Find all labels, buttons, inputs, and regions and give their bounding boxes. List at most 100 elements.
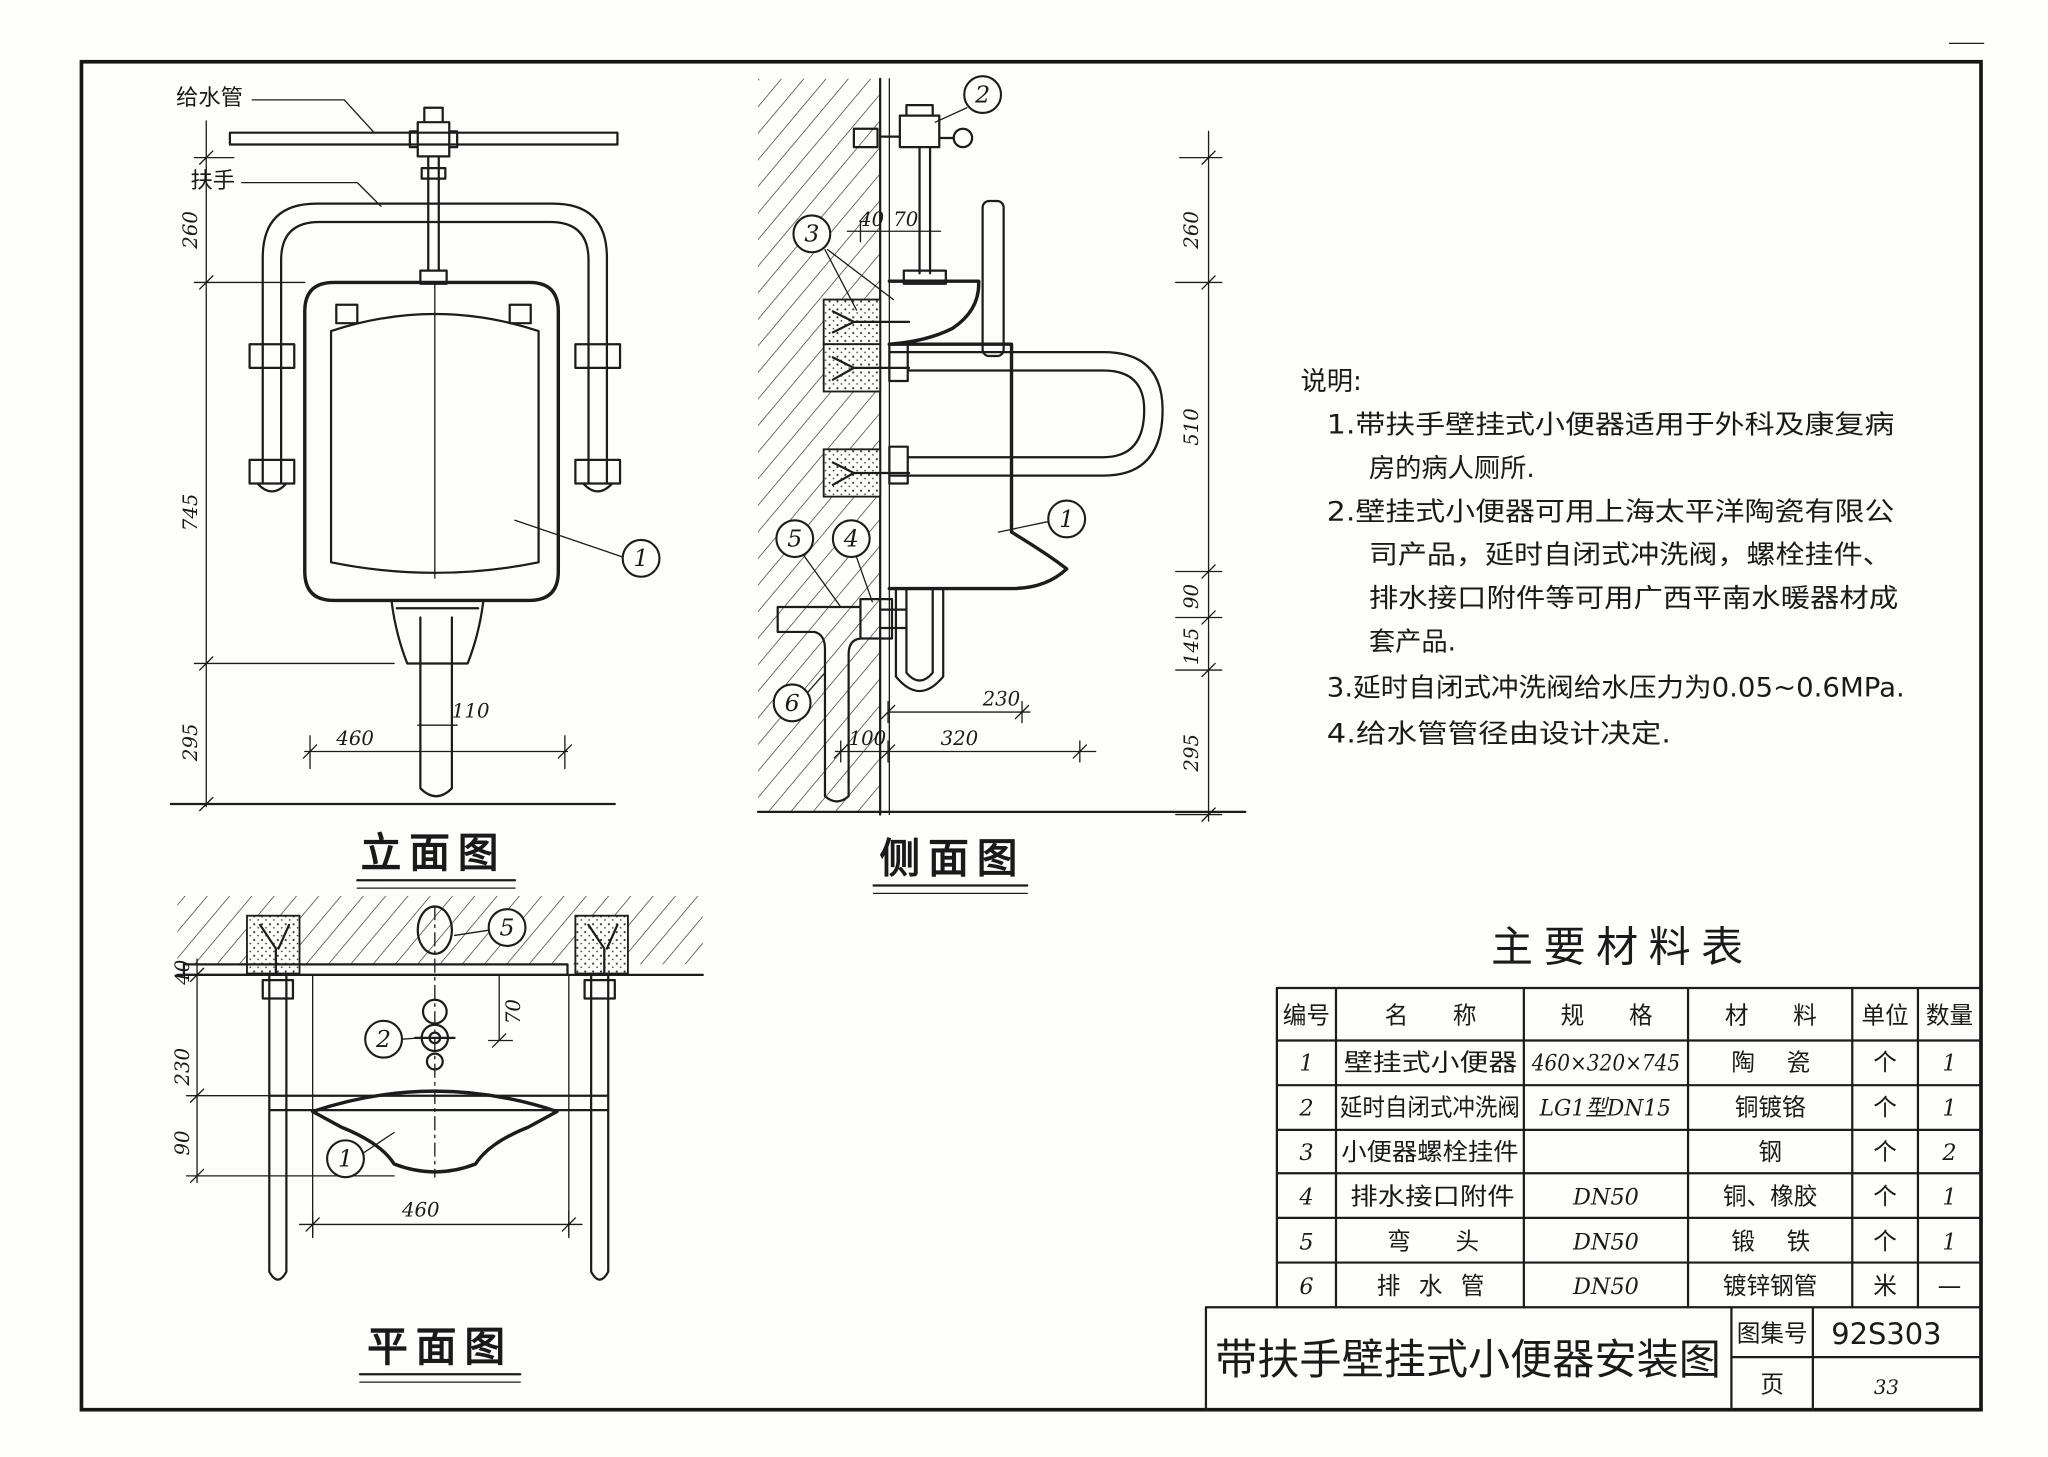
cell-unit: 个 (1873, 1093, 1897, 1121)
urinal-trap (894, 587, 945, 692)
header-unit: 单位 (1861, 1001, 1908, 1029)
dim-outlet: 110 (452, 699, 490, 722)
note-line: 3.延时自闭式冲洗阀给水压力为0.05~0.6MPa. (1327, 673, 1905, 703)
callout-elbow: 5 (487, 908, 527, 947)
note-line: 套产品. (1369, 627, 1456, 657)
dim-depth: 230 (982, 688, 1021, 711)
dimension-lines (193, 120, 573, 812)
dim-bottom: 295 (1180, 734, 1203, 773)
cell-unit: 个 (1873, 1227, 1897, 1255)
dim-top: 260 (179, 211, 202, 250)
title-block: 带扶手壁挂式小便器安装图 图集号 92S303 页 33 (1204, 1306, 1983, 1411)
urinal-bowl (329, 312, 540, 574)
elbow (776, 605, 862, 634)
cell-material: 铜镀铬 (1735, 1093, 1806, 1121)
anchor-bolts (831, 310, 911, 486)
outlet-fitting (859, 597, 908, 640)
cell-unit: 个 (1873, 1183, 1897, 1211)
leader-lines (241, 99, 624, 558)
dim-valve: 70 (502, 999, 525, 1024)
dim-lip: 90 (1180, 584, 1203, 609)
dim-valve: 70 (893, 208, 918, 231)
callout-number: 4 (843, 525, 859, 553)
label-supply-pipe: 给水管 (176, 85, 243, 111)
table-row: 6 排水管 DN50 镀锌钢管 米 — (1299, 1272, 1961, 1300)
cell-spec: 460×320×745 (1531, 1051, 1680, 1077)
cell-no: 4 (1298, 1185, 1313, 1211)
cell-qty: 1 (1942, 1185, 1956, 1211)
callout-outlet-fitting: 4 (831, 519, 871, 559)
callout-flush-valve: 2 (364, 1019, 404, 1059)
callout-number: 5 (787, 525, 802, 553)
elevation-view: 给水管 扶手 260 745 295 460 110 1 立面图 (169, 85, 661, 889)
dim-width: 460 (335, 727, 374, 750)
callout-bolt-hanger: 3 (792, 214, 832, 254)
dim-bottom: 295 (179, 724, 202, 763)
note-line: 房的病人厕所. (1369, 454, 1535, 484)
cell-unit: 个 (1873, 1049, 1897, 1077)
handrail-bars (261, 973, 616, 1281)
callout-number: 2 (974, 80, 990, 108)
urinal-body (303, 280, 561, 603)
cell-name: 小便器螺栓挂件 (1341, 1138, 1518, 1166)
note-line: 司产品，延时自闭式冲洗阀，螺栓挂件、 (1369, 541, 1892, 571)
callout-number: 2 (375, 1025, 391, 1053)
cell-qty: 1 (1942, 1051, 1956, 1077)
cell-name: 延时自闭式冲洗阀 (1340, 1093, 1520, 1121)
cell-material: 陶瓷 (1731, 1049, 1810, 1077)
dim-drain: 100 (849, 727, 887, 750)
anchor-bolts (258, 923, 619, 976)
cell-material: 铜、橡胶 (1723, 1183, 1817, 1211)
drawing-title: 带扶手壁挂式小便器安装图 (1215, 1335, 1721, 1384)
mounting-plate (182, 963, 569, 976)
table-header-row: 编号 名称 规格 材料 单位 数量 (1283, 1001, 1973, 1029)
header-qty: 数量 (1926, 1001, 1973, 1029)
header-no: 编号 (1283, 1001, 1330, 1029)
cell-no: 1 (1299, 1051, 1313, 1077)
note-line: 1.带扶手壁挂式小便器适用于外科及康复病 (1327, 411, 1895, 441)
callout-urinal: 1 (1047, 499, 1087, 539)
note-line: 2.壁挂式小便器可用上海太平洋陶瓷有限公 (1327, 497, 1895, 527)
urinal-hood (887, 279, 981, 346)
cell-no: 3 (1299, 1140, 1313, 1166)
cell-spec: LG1型DN15 (1539, 1095, 1671, 1121)
table-row: 3 小便器螺栓挂件 钢 个 2 (1299, 1138, 1956, 1166)
callout-flush-valve: 2 (963, 75, 1003, 115)
dim-wall: 40 (858, 208, 884, 231)
cell-name: 排水管 (1377, 1272, 1485, 1300)
flush-valve (414, 998, 456, 1071)
leader-lines (361, 929, 490, 1155)
dimension-lines (185, 958, 583, 1239)
table-row: 2 延时自闭式冲洗阀 LG1型DN15 铜镀铬 个 1 (1298, 1093, 1956, 1121)
leader-lines (803, 107, 1049, 695)
urinal-outlet (390, 599, 485, 665)
dim-projection: 320 (941, 727, 979, 750)
callout-urinal: 1 (621, 538, 661, 578)
handrail-upright (981, 199, 1005, 358)
cell-no: 5 (1299, 1229, 1313, 1255)
dim-trap: 145 (1180, 628, 1203, 666)
side-view: 40 70 260 510 90 145 295 230 100 320 2 3… (756, 75, 1247, 895)
cell-no: 6 (1299, 1274, 1313, 1300)
cell-material: 锻铁 (1731, 1227, 1810, 1255)
cell-spec: DN50 (1572, 1274, 1639, 1300)
page-label: 页 (1760, 1371, 1784, 1399)
dim-top: 260 (1180, 211, 1203, 250)
flush-valve (408, 106, 459, 285)
page-number: 33 (1874, 1376, 1899, 1399)
cell-qty: 1 (1942, 1229, 1956, 1255)
sheet-border (79, 59, 1983, 1412)
dim-lip: 90 (171, 1130, 194, 1155)
header-name: 名称 (1385, 1001, 1477, 1029)
dim-wall: 40 (171, 960, 194, 986)
cell-no: 2 (1298, 1095, 1313, 1121)
callout-number: 1 (634, 544, 649, 572)
cell-name: 弯头 (1387, 1227, 1479, 1255)
callout-number: 5 (500, 913, 515, 941)
cell-material: 钢 (1758, 1138, 1782, 1166)
projection-lines (311, 974, 570, 1236)
materials-table: 主要材料表 编号 名称 规格 材料 单位 数量 1 壁挂式小便器 460×320… (1275, 923, 1983, 1309)
cell-qty: 1 (1942, 1095, 1956, 1121)
note-line: 4.给水管管径由设计决定. (1327, 719, 1671, 749)
